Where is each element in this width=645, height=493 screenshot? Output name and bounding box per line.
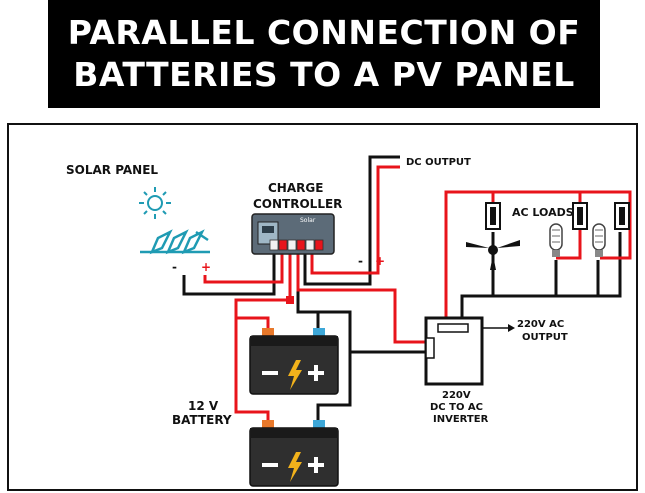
dc-minus-label: - bbox=[358, 254, 363, 268]
solar-plus-label: + bbox=[201, 260, 211, 274]
positive-wires bbox=[203, 165, 632, 422]
inverter-label-3: INVERTER bbox=[433, 414, 489, 425]
charge-controller-device: Solar bbox=[251, 213, 335, 255]
bulb-icon bbox=[549, 223, 563, 257]
switch-icon bbox=[614, 202, 630, 230]
battery-label-1: 12 V bbox=[188, 399, 219, 413]
battery-label-2: BATTERY bbox=[172, 413, 232, 427]
title-box: PARALLEL CONNECTION OF BATTERIES TO A PV… bbox=[48, 0, 600, 108]
controller-brand: Solar bbox=[300, 217, 316, 224]
solar-panel-label: SOLAR PANEL bbox=[66, 163, 158, 177]
diagram-frame bbox=[7, 123, 638, 491]
title-banner: PARALLEL CONNECTION OF BATTERIES TO A PV… bbox=[0, 0, 645, 108]
title-line-1: PARALLEL CONNECTION OF bbox=[67, 13, 581, 52]
switch-icon bbox=[572, 202, 588, 230]
switch-icon bbox=[485, 202, 501, 230]
controller-label: CONTROLLER bbox=[253, 197, 342, 211]
arrow-head-icon bbox=[508, 324, 515, 332]
inverter-label-1: 220V bbox=[442, 390, 471, 401]
sun-icon bbox=[139, 187, 171, 219]
battery-bottom bbox=[249, 420, 339, 487]
inverter-label-2: DC TO AC bbox=[430, 402, 483, 413]
dc-output-label: DC OUTPUT bbox=[406, 157, 471, 168]
dc-plus-label: + bbox=[375, 254, 385, 268]
ac-output-label-2: OUTPUT bbox=[522, 332, 568, 343]
battery-top bbox=[249, 328, 339, 395]
title-line-2: BATTERIES TO A PV PANEL bbox=[73, 55, 575, 94]
solar-minus-label: - bbox=[172, 260, 177, 274]
solar-panel-icon bbox=[140, 229, 210, 255]
ac-loads-label: AC LOADS bbox=[512, 206, 574, 219]
ceiling-fan-icon bbox=[466, 232, 520, 270]
inverter-device bbox=[424, 316, 484, 386]
bulb-icon bbox=[592, 223, 606, 257]
charge-label: CHARGE bbox=[268, 181, 323, 195]
ac-output-label-1: 220V AC bbox=[517, 319, 564, 330]
